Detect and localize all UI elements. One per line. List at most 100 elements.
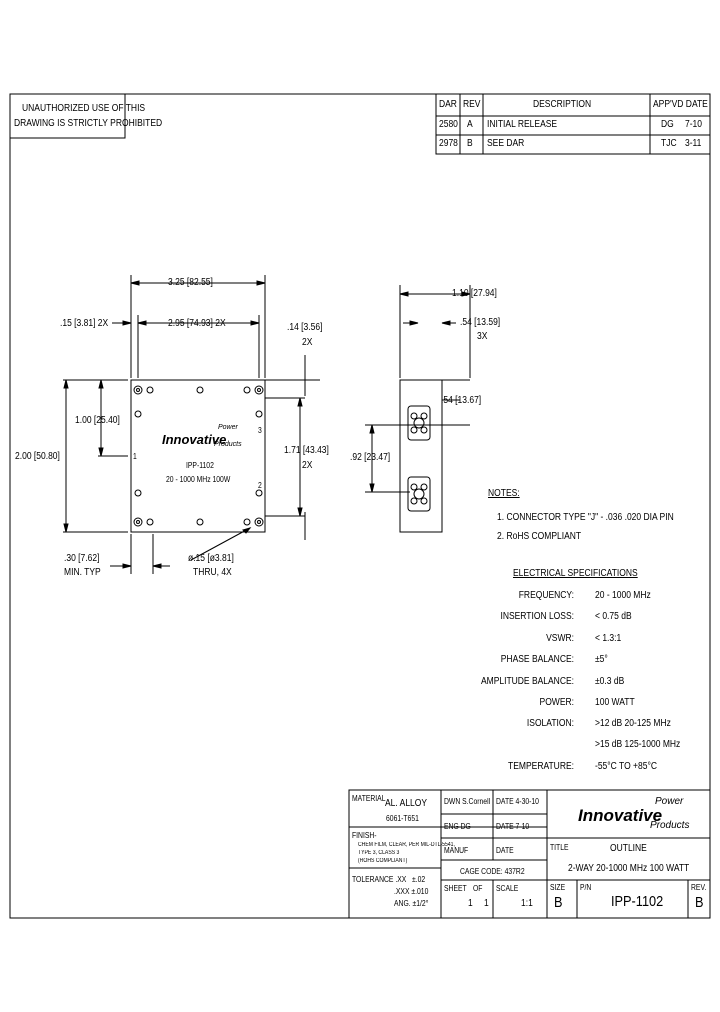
dim-depth: 1.10 [27.94] [452, 288, 497, 299]
title-block [348, 789, 711, 919]
tb-logo-power: Power [655, 796, 684, 807]
tb-finish-label: FINISH- [352, 831, 377, 840]
sma-connectors [407, 405, 431, 512]
dim-top-offset-qty: 2X [302, 337, 313, 348]
dim-conn-spacing: .92 [23.47] [350, 452, 391, 463]
housing-spec: 20 - 1000 MHz 100W [166, 475, 231, 484]
tb-dwn-date: DATE 4-30-10 [496, 797, 539, 806]
housing-logo-products: Products [214, 441, 242, 448]
tb-tol-ang: ANG. ±1/2° [394, 899, 429, 908]
tb-finish-line-2: TYPE 3, CLASS 3 [358, 850, 400, 856]
tb-tol-xxx: .XXX ±.010 [394, 887, 429, 896]
dim-mount-min: .30 [7.62] [64, 553, 100, 564]
housing-logo-brand: Innovative [162, 432, 227, 447]
tb-material-label: MATERIAL [352, 794, 386, 803]
housing-outline [130, 379, 266, 533]
note-1: 1. CONNECTOR TYPE "J" - .036 .020 DIA PI… [497, 512, 674, 523]
elec-spec-label: VSWR: [546, 633, 574, 644]
dim-left-margin: .15 [3.81] 2X [60, 318, 109, 329]
elec-spec-value: >15 dB 125-1000 MHz [595, 739, 681, 750]
elec-spec-value: 20 - 1000 MHz [595, 590, 651, 601]
rev-row-2-rev: B [467, 138, 473, 149]
dim-side-offset: .54 [13.67] [441, 395, 482, 406]
rev-header-appvd-date: APP'VD DATE [653, 99, 708, 110]
rev-header-rev: REV [463, 99, 481, 110]
rev-header-dar: DAR [439, 99, 457, 110]
tb-cage-code: CAGE CODE: 437R2 [460, 867, 525, 876]
warning-line-2: DRAWING IS STRICTLY PROHIBITED [14, 118, 163, 129]
tb-tolerance-label: TOLERANCE .XX [352, 875, 407, 884]
tb-dwn: DWN S.Cornell [444, 797, 491, 806]
tb-size-label: SIZE [550, 883, 566, 892]
tb-material-value1: AL. ALLOY [385, 798, 428, 809]
tb-rev-label: REV. [691, 883, 707, 892]
port-label-1: 1 [133, 452, 137, 461]
tb-finish-line-1: CHEM FILM, CLEAR, PER MIL-DTL-5541, [358, 842, 455, 848]
rev-row-1-desc: INITIAL RELEASE [487, 119, 558, 130]
dim-half-height: 1.00 [25.40] [75, 415, 120, 426]
rev-row-1-date: 7-10 [685, 119, 703, 130]
dim-width: 3.25 [82.55] [168, 277, 213, 288]
warning-line-1: UNAUTHORIZED USE OF THIS [22, 103, 146, 114]
elec-spec-title: ELECTRICAL SPECIFICATIONS [513, 568, 638, 579]
tb-sheet-total: 1 [484, 898, 489, 909]
tb-pn-value: IPP-1102 [611, 893, 664, 910]
dim-port-spacing-qty: 2X [302, 460, 313, 471]
tb-finish-line-3: (ROHS COMPLIANT) [358, 858, 408, 864]
revision-box [435, 93, 711, 155]
tb-manuf-date: DATE [496, 846, 514, 855]
dim-top-offset: .14 [3.56] [287, 322, 323, 333]
tb-of-label: OF [473, 884, 483, 893]
rev-row-2-date: 3-11 [685, 138, 702, 149]
elec-spec-label: AMPLITUDE BALANCE: [480, 676, 574, 687]
dim-mount-min-label: MIN. TYP [64, 567, 101, 578]
tb-material-value2: 6061-T651 [386, 814, 419, 823]
tb-eng-date: DATE 7-10 [496, 822, 530, 831]
rev-row-1-appvd: DG [661, 119, 674, 130]
dim-hole-spacing: 2.95 [74.93] 2X [168, 318, 226, 329]
elec-spec-value: >12 dB 20-125 MHz [595, 718, 671, 729]
elec-spec-value: ±5° [595, 654, 608, 665]
tb-size-value: B [554, 894, 563, 911]
dim-hole-thru: THRU, 4X [193, 567, 232, 578]
dim-port-spacing: 1.71 [43.43] [284, 445, 329, 456]
rev-row-2-dar: 2978 [439, 138, 458, 149]
elec-spec-label: ISOLATION: [526, 718, 574, 729]
tb-logo-products: Products [650, 820, 690, 831]
housing-logo-power: Power [218, 424, 238, 431]
dim-connector-len: .54 [13.59] [460, 317, 501, 328]
housing-model: IPP-1102 [186, 461, 214, 470]
port-label-2: 2 [258, 481, 262, 490]
tb-eng: ENG DG [444, 822, 471, 831]
tb-scale-label: SCALE [496, 884, 519, 893]
elec-spec-value: < 1.3:1 [595, 633, 622, 644]
dim-height: 2.00 [50.80] [15, 451, 60, 462]
tb-scale-value: 1:1 [521, 898, 533, 909]
side-view-outline [399, 379, 443, 533]
rev-row-2-appvd: TJC [661, 138, 677, 149]
elec-spec-label: TEMPERATURE: [508, 761, 574, 772]
elec-spec-value: < 0.75 dB [595, 611, 632, 622]
elec-spec-label: INSERTION LOSS: [500, 611, 574, 622]
rev-row-2-desc: SEE DAR [487, 138, 525, 149]
notes-title: NOTES: [488, 488, 520, 499]
elec-spec-value: -55°C TO +85°C [595, 761, 658, 772]
tb-sheet-num: 1 [468, 898, 473, 909]
tb-logo-brand: Innovative [578, 806, 663, 825]
tb-manuf: MANUF [444, 846, 469, 855]
tb-tol-xx: ±.02 [412, 875, 426, 884]
dim-connector-qty: 3X [477, 331, 488, 342]
elec-spec-label: FREQUENCY: [518, 590, 574, 601]
rev-row-1-dar: 2580 [439, 119, 458, 130]
tb-pn-label: P/N [580, 883, 592, 892]
rev-row-1-rev: A [467, 119, 473, 130]
warning-box [9, 93, 126, 139]
tb-rev-value: B [695, 894, 704, 911]
elec-spec-label: PHASE BALANCE: [500, 654, 574, 665]
elec-spec-value: ±0.3 dB [595, 676, 625, 687]
rev-header-description: DESCRIPTION [533, 99, 592, 110]
note-2: 2. RoHS COMPLIANT [497, 531, 582, 542]
elec-spec-label: POWER: [539, 697, 574, 708]
port-label-3: 3 [258, 426, 262, 435]
